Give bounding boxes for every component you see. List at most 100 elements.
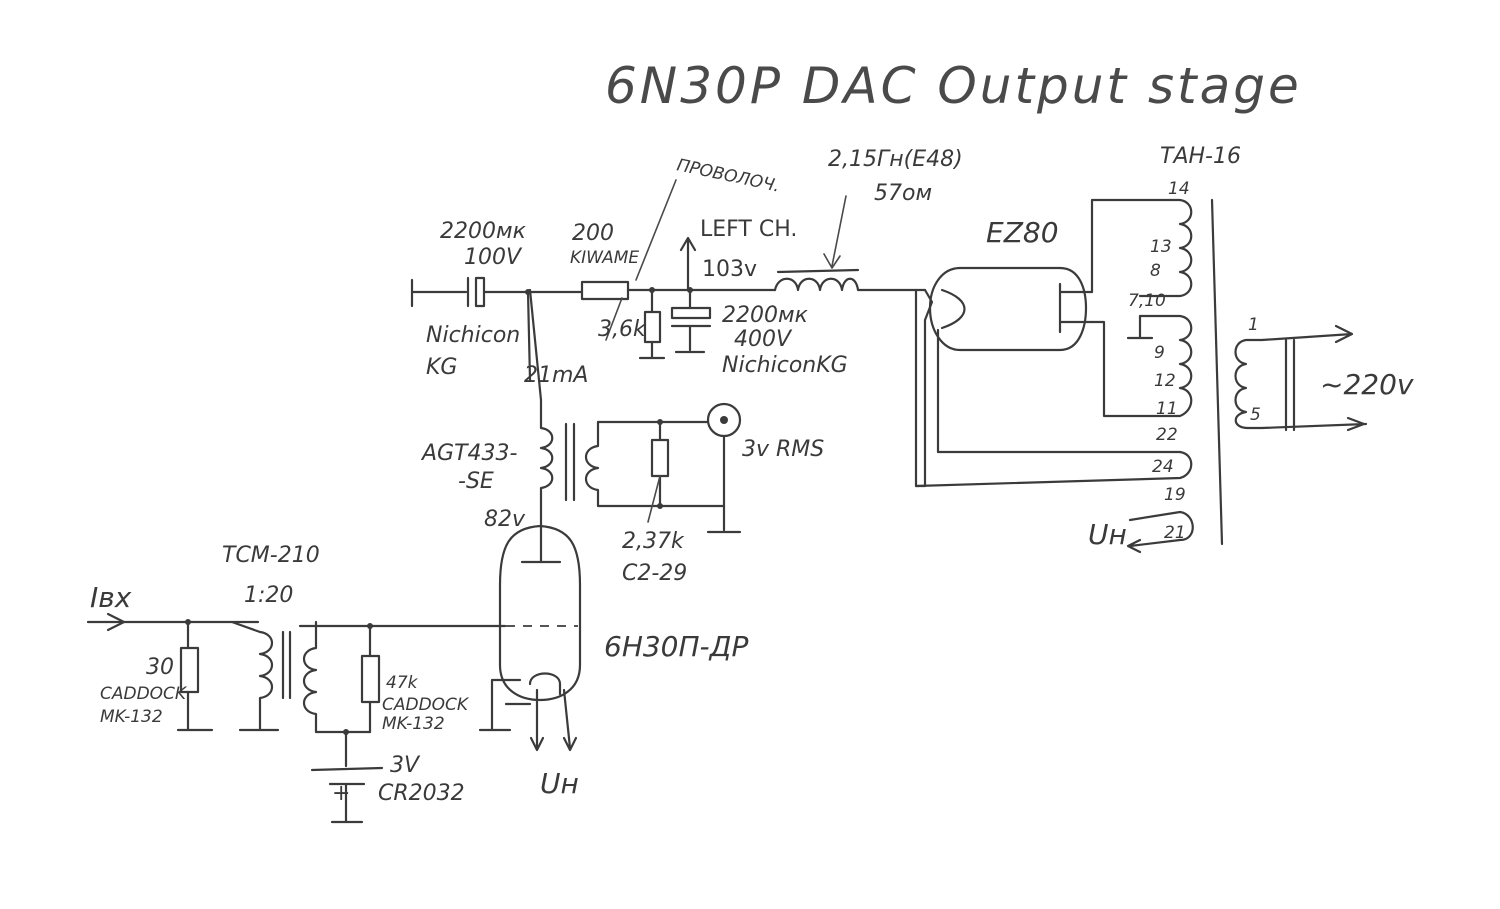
heater-winding-tube (1126, 510, 1194, 554)
choke-core (776, 268, 860, 274)
pin-13: 13 (1150, 237, 1172, 257)
choke-res: 57ом (874, 181, 932, 206)
r-in-resistor (179, 646, 200, 694)
r-in-brand: CADDOCK (100, 684, 188, 704)
pin-11: 11 (1156, 399, 1178, 419)
tcm-core (281, 630, 292, 700)
cap1-value: 2200мк (440, 219, 527, 244)
tcm-secondary (302, 620, 372, 734)
r200 (580, 280, 630, 301)
r200-leader (605, 297, 623, 341)
out-trafo-label-2: -SE (458, 469, 494, 494)
r200-brand: KIWAME (570, 248, 639, 268)
battery-plus: + (332, 781, 350, 806)
r-grid-brand: CADDOCK (382, 695, 470, 715)
cap1-series: KG (426, 355, 457, 380)
pri-pin-1: 1 (1248, 315, 1259, 335)
wire-note-leader (635, 179, 677, 281)
output-level: 3v RMS (742, 437, 824, 462)
mains-transformer: ТАН-16 14 13 8 7,10 9 12 11 22 24 19 21 … (914, 144, 1414, 554)
load-resistor (650, 438, 670, 478)
current-label: 21mA (524, 363, 588, 388)
mains-voltage: ~220v (1320, 368, 1414, 401)
heater-label-tube: Uн (540, 767, 579, 800)
cap1-brand: Nichicon (426, 323, 520, 348)
wire-note: ПРОВОЛОЧ. (675, 155, 782, 196)
heater-arrows (529, 736, 578, 752)
r-grid-resistor (360, 654, 381, 704)
tcm-name: TCM-210 (222, 543, 320, 568)
tcm-primary (230, 620, 280, 732)
bleeder-resistor (643, 310, 662, 344)
cap1 (466, 276, 486, 308)
output-transformer: AGT433- -SE 2,37k C2-29 3v RMS (420, 288, 824, 586)
choke-value: 2,15Гн(E48) (828, 147, 963, 172)
tube-heater-leads (535, 688, 572, 750)
out-trafo-core (564, 422, 576, 502)
cap2-brand: NichiconKG (722, 353, 848, 378)
tube-cathode-heater (478, 672, 562, 732)
power-filter: 2200мк 100V Nichicon KG 21mA 200 KIWAME … (410, 147, 963, 388)
rectifier-cathode (940, 288, 966, 330)
rectifier-name: EZ80 (986, 216, 1059, 249)
r200-value: 200 (572, 221, 614, 246)
load-r-leader (647, 475, 661, 523)
rectifier-heater-lead-1 (914, 288, 934, 488)
r-grid-value: 47k (386, 673, 419, 693)
r-in-ground (176, 690, 214, 732)
r-in-value: 30 (146, 655, 174, 680)
mains-primary (1234, 338, 1264, 430)
hv-winding-top (1090, 198, 1193, 298)
cap1-voltage: 100V (464, 245, 523, 270)
rectifier-heater-lead-2 (936, 328, 1182, 454)
r-in-model: MK-132 (100, 707, 163, 727)
input-section: Iвх 30 CADDOCK MK-132 TCM-210 1:20 47k C… (86, 543, 507, 824)
b-voltage: 103v (702, 257, 757, 282)
pin-22: 22 (1156, 425, 1178, 445)
pin-8: 8 (1150, 261, 1161, 281)
pin-9: 9 (1154, 343, 1165, 363)
battery-model: CR2032 (378, 781, 465, 806)
tcm-ratio: 1:20 (244, 583, 293, 608)
bleeder-value: 3,6k (598, 317, 647, 342)
cap1-ground (410, 278, 468, 308)
pin-24: 24 (1152, 457, 1174, 477)
pin-19: 19 (1164, 485, 1186, 505)
out-trafo-secondary (584, 420, 726, 508)
primary-core (1284, 338, 1296, 432)
pin-12: 12 (1154, 371, 1176, 391)
pin-14: 14 (1168, 179, 1190, 199)
cap2-voltage: 400V (734, 327, 793, 352)
mains-leads (1260, 324, 1368, 432)
load-r-model: C2-29 (622, 561, 687, 586)
battery-cr2032 (310, 730, 384, 824)
pri-pin-5: 5 (1250, 405, 1261, 425)
rectifier-ez80: EZ80 (914, 216, 1182, 488)
output-jack-pin (720, 416, 728, 424)
tube-envelope (498, 524, 582, 702)
input-arrow (106, 612, 126, 632)
mains-core (1210, 198, 1224, 546)
cap2-value: 2200мк (722, 303, 809, 328)
load-r-value: 2,37k (622, 529, 685, 554)
cap2 (670, 288, 712, 354)
center-tap-ground (1126, 314, 1154, 340)
out-trafo-primary (528, 288, 554, 507)
pin-7-10: 7,10 (1128, 291, 1166, 311)
choke-leader (823, 195, 847, 269)
b-plus-arrow (679, 236, 697, 292)
choke (773, 277, 927, 292)
rectifier-anodes (1058, 282, 1094, 334)
b-wire-down (526, 290, 532, 382)
heater-label-trafo: Uн (1088, 518, 1127, 551)
input-label: Iвх (90, 581, 132, 614)
mains-trafo-name: ТАН-16 (1160, 144, 1241, 169)
tube-name: 6Н30П-ДР (604, 630, 749, 663)
r-grid-model: MK-132 (382, 714, 445, 734)
out-trafo-label-1: AGT433- (420, 441, 518, 466)
output-ground (706, 434, 742, 534)
tube-6n30p: Uн 6Н30П-ДР 82v (478, 503, 749, 800)
pin-21: 21 (1164, 523, 1186, 543)
junction (185, 619, 191, 625)
